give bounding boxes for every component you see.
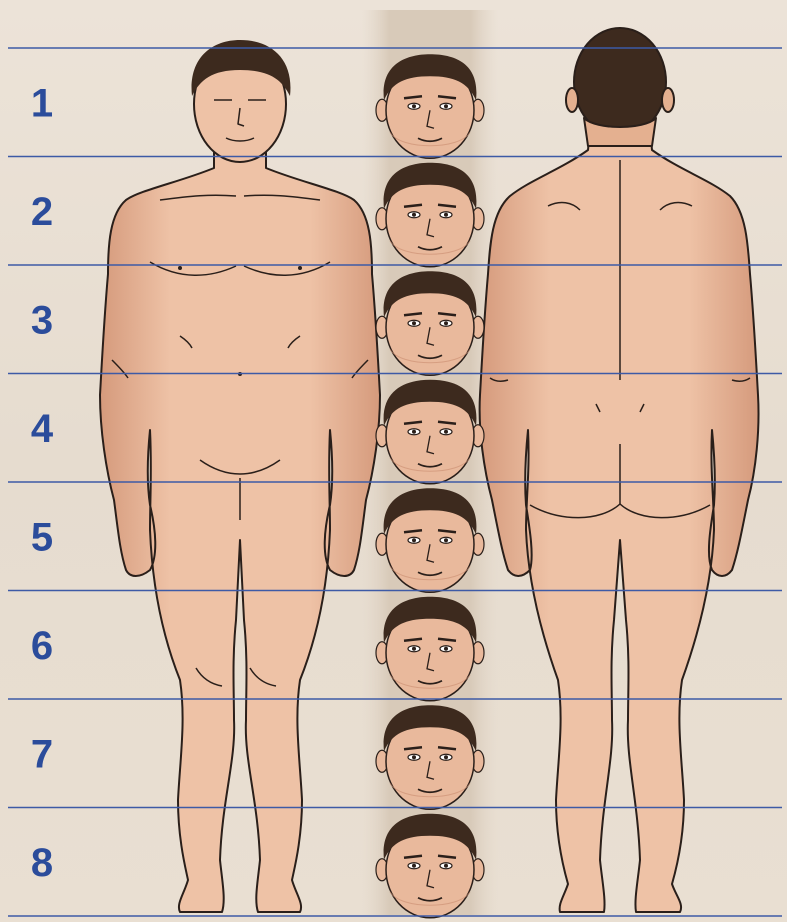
row-number-3: 3 — [31, 298, 53, 342]
back-view-figure — [480, 28, 759, 912]
front-view-figure — [100, 40, 380, 912]
row-number-4: 4 — [31, 407, 54, 451]
row-numbers: 1 2 3 4 5 6 7 8 — [31, 81, 54, 885]
back-head — [566, 28, 674, 146]
row-number-8: 8 — [31, 841, 53, 885]
front-head — [192, 40, 291, 162]
row-number-5: 5 — [31, 515, 53, 559]
row-number-7: 7 — [31, 732, 53, 776]
row-number-2: 2 — [31, 190, 53, 234]
row-number-1: 1 — [31, 81, 53, 125]
back-body — [480, 128, 759, 912]
row-number-6: 6 — [31, 624, 53, 668]
